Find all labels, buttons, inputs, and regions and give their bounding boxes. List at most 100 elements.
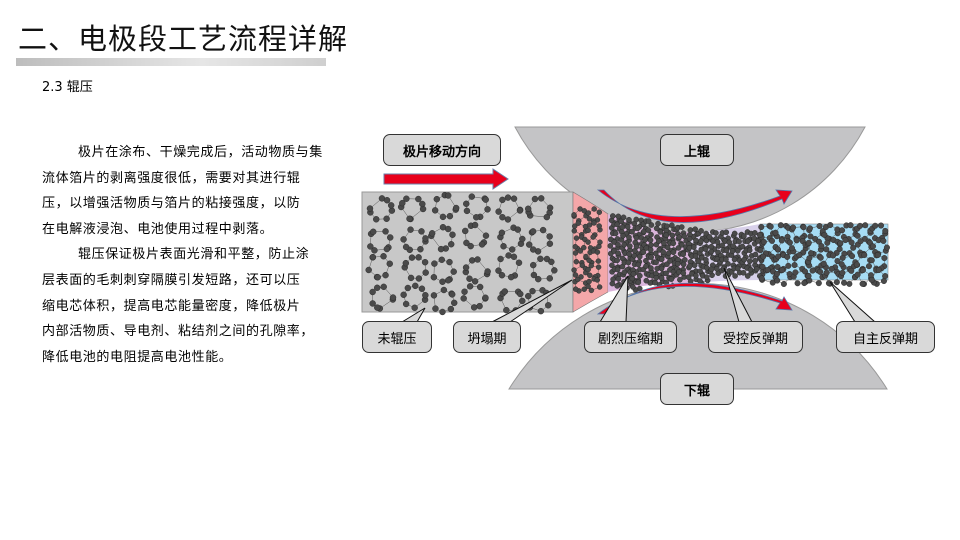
particle bbox=[573, 259, 580, 265]
particle bbox=[708, 248, 715, 255]
particle bbox=[730, 243, 736, 249]
particle bbox=[746, 247, 753, 254]
particle bbox=[614, 221, 621, 228]
particle bbox=[667, 258, 673, 264]
particle bbox=[595, 264, 602, 270]
particle bbox=[387, 202, 395, 209]
particle bbox=[706, 234, 713, 240]
particle bbox=[615, 250, 621, 256]
particle bbox=[655, 220, 661, 227]
particle bbox=[418, 228, 425, 235]
particle bbox=[849, 253, 856, 260]
particle bbox=[627, 243, 633, 249]
particle bbox=[685, 274, 692, 281]
particle bbox=[630, 271, 637, 277]
particle bbox=[526, 241, 533, 248]
particle bbox=[529, 228, 537, 235]
particle bbox=[548, 258, 555, 266]
particle bbox=[449, 231, 456, 238]
particle bbox=[575, 220, 581, 226]
particle bbox=[661, 240, 667, 246]
particle bbox=[805, 272, 812, 279]
particle bbox=[461, 288, 468, 295]
particle bbox=[596, 223, 602, 229]
particle bbox=[723, 229, 730, 236]
particle bbox=[432, 305, 439, 312]
particle bbox=[773, 270, 780, 277]
particle bbox=[614, 283, 621, 289]
particle bbox=[626, 216, 632, 223]
particle bbox=[816, 223, 823, 230]
particle bbox=[668, 276, 675, 282]
particle bbox=[484, 206, 491, 213]
particle bbox=[838, 261, 845, 268]
particle bbox=[740, 270, 747, 276]
particle bbox=[614, 257, 620, 264]
particle bbox=[476, 283, 484, 291]
particle bbox=[421, 259, 429, 266]
particle bbox=[674, 261, 681, 267]
particle bbox=[653, 259, 659, 266]
particle bbox=[389, 294, 397, 301]
particle bbox=[446, 258, 453, 266]
particle bbox=[438, 256, 445, 264]
particle bbox=[448, 241, 455, 248]
particle bbox=[399, 199, 406, 207]
particle bbox=[881, 255, 888, 262]
particle bbox=[449, 291, 456, 298]
particle bbox=[430, 274, 438, 281]
particle bbox=[402, 300, 410, 308]
particle bbox=[703, 230, 709, 237]
particle bbox=[439, 278, 446, 285]
stage-collapse: 坍塌期 bbox=[453, 321, 521, 353]
particle bbox=[585, 227, 591, 234]
particle bbox=[624, 224, 631, 230]
particle bbox=[615, 213, 622, 220]
particle bbox=[747, 266, 754, 273]
particle bbox=[753, 266, 760, 272]
particle bbox=[371, 247, 378, 254]
particle bbox=[751, 235, 757, 242]
particle bbox=[433, 195, 441, 203]
particle bbox=[665, 250, 672, 257]
particle bbox=[620, 232, 626, 239]
particle bbox=[854, 232, 861, 239]
particle bbox=[447, 305, 455, 313]
particle bbox=[585, 283, 591, 290]
particle bbox=[445, 192, 452, 199]
particle bbox=[607, 243, 614, 249]
particle bbox=[530, 271, 538, 279]
particle bbox=[630, 284, 636, 290]
particle bbox=[509, 246, 516, 253]
particle bbox=[573, 235, 580, 241]
particle bbox=[577, 248, 584, 254]
particle bbox=[572, 223, 578, 229]
particle bbox=[653, 274, 660, 281]
particle bbox=[546, 233, 553, 240]
particle bbox=[610, 276, 616, 283]
particle bbox=[857, 238, 864, 245]
particle bbox=[571, 267, 577, 273]
particle bbox=[510, 253, 518, 261]
particle bbox=[629, 228, 635, 235]
particle bbox=[446, 212, 454, 220]
body-line: 流体箔片的剥离强度很低，需要对其进行辊 bbox=[42, 170, 301, 186]
particle bbox=[482, 232, 490, 239]
particle bbox=[645, 227, 652, 233]
body-line: 降低电池的电阻提高电池性能。 bbox=[42, 349, 233, 365]
particle bbox=[466, 275, 473, 282]
particle bbox=[596, 284, 603, 290]
particle bbox=[612, 230, 619, 237]
particle bbox=[386, 260, 393, 267]
particle bbox=[645, 218, 652, 224]
body-line: 内部活物质、导电剂、粘结剂之间的孔隙率， bbox=[42, 324, 315, 340]
particle bbox=[546, 240, 554, 247]
particle bbox=[839, 254, 846, 261]
particle bbox=[596, 209, 603, 215]
upper-rotation-arrow bbox=[596, 189, 793, 223]
particle bbox=[551, 267, 558, 274]
particle bbox=[586, 216, 593, 222]
particle bbox=[648, 231, 654, 238]
particle bbox=[583, 253, 589, 260]
